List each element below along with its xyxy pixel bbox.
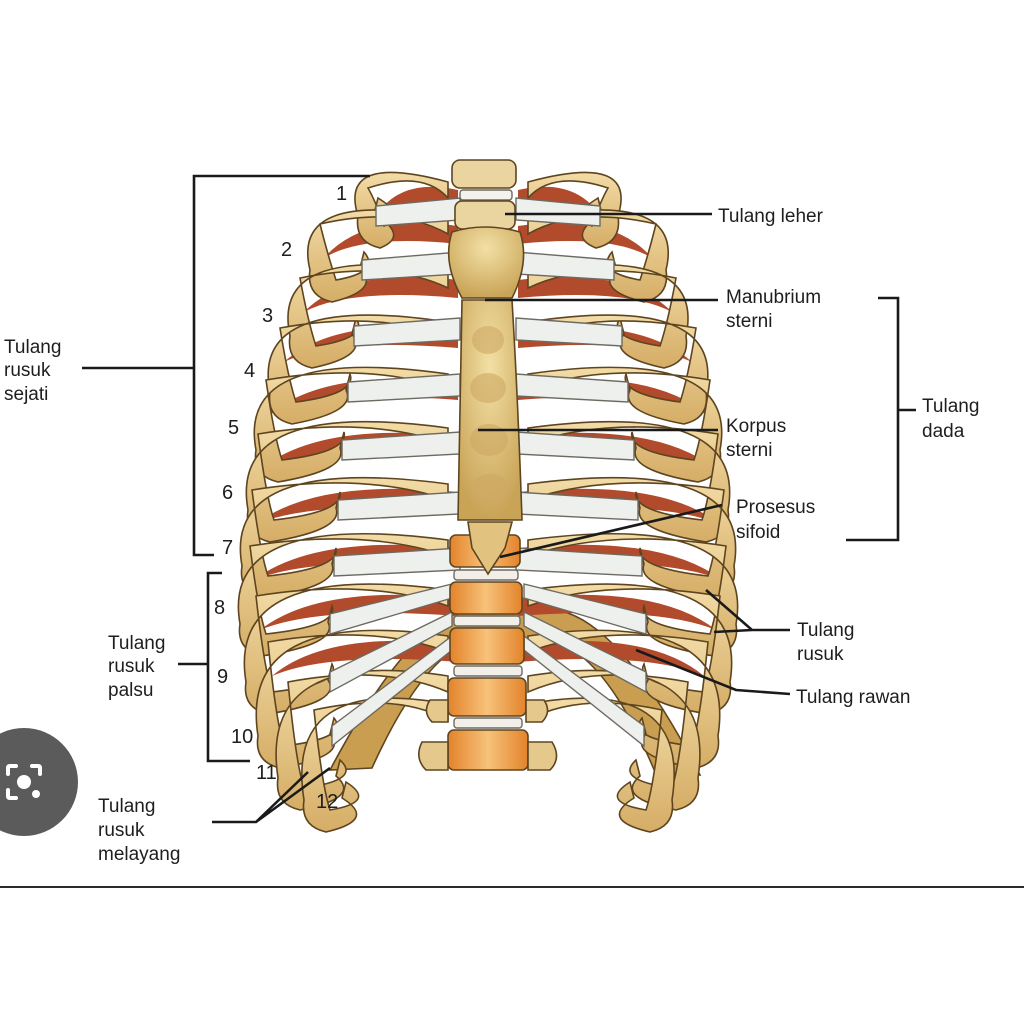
label-tulang-rawan: Tulang rawan xyxy=(796,687,910,708)
label-rusuk-palsu-2: rusuk xyxy=(108,656,155,677)
bracket-tulang-dada xyxy=(846,298,916,540)
rib-number-3: 3 xyxy=(262,305,273,327)
label-korpus-2: sterni xyxy=(726,440,772,461)
rib-number-8: 8 xyxy=(214,597,225,619)
rib-number-7: 7 xyxy=(222,537,233,559)
rib-number-9: 9 xyxy=(217,666,228,688)
label-rusuk-sejati-1: Tulang xyxy=(4,337,61,358)
label-prosesus-2: sifoid xyxy=(736,522,780,543)
label-rusuk-melayang-2: rusuk xyxy=(98,820,145,841)
rib-number-10: 10 xyxy=(231,726,253,748)
label-prosesus-1: Prosesus xyxy=(736,497,815,518)
manubrium-sterni xyxy=(449,227,524,298)
label-rusuk-palsu-3: palsu xyxy=(108,680,153,701)
label-manubrium-2: sterni xyxy=(726,311,772,332)
right-labels: Tulang leher Manubrium sterni Korpus ste… xyxy=(718,206,979,708)
label-korpus-1: Korpus xyxy=(726,416,786,437)
label-tulang-dada-2: dada xyxy=(922,421,965,442)
sternum xyxy=(449,160,524,574)
rib-number-1: 1 xyxy=(336,183,347,205)
camera-lens-icon xyxy=(0,758,48,806)
label-tulang-rusuk-2: rusuk xyxy=(797,644,844,665)
label-tulang-dada-1: Tulang xyxy=(922,396,979,417)
rib-number-4: 4 xyxy=(244,360,255,382)
rib-number-2: 2 xyxy=(281,239,292,261)
label-manubrium-1: Manubrium xyxy=(726,287,821,308)
rib-number-12: 12 xyxy=(316,791,338,813)
label-tulang-leher: Tulang leher xyxy=(718,206,824,227)
label-rusuk-palsu-1: Tulang xyxy=(108,633,165,654)
rib-number-6: 6 xyxy=(222,482,233,504)
label-rusuk-melayang-1: Tulang xyxy=(98,796,155,817)
label-tulang-rusuk-1: Tulang xyxy=(797,620,854,641)
rib-cage xyxy=(238,160,737,832)
label-rusuk-sejati-3: sejati xyxy=(4,384,48,405)
label-rusuk-melayang-3: melayang xyxy=(98,844,180,865)
rib-number-11: 11 xyxy=(256,762,277,784)
rib-number-5: 5 xyxy=(228,417,239,439)
neck-vertebra xyxy=(452,160,516,188)
label-rusuk-sejati-2: rusuk xyxy=(4,360,51,381)
